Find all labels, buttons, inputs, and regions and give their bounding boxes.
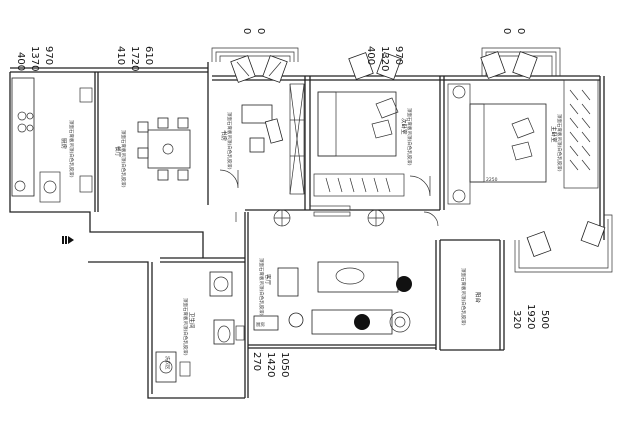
svg-text:0: 0 [241,28,252,34]
living-room: 客厅 顶面石膏板吊顶(白色乳胶漆) [258,209,412,335]
study-note: 顶面石膏板吊顶(白色乳胶漆) [226,112,233,170]
balcony: 阳台 顶面石膏板吊顶(白色乳胶漆) [460,268,482,326]
svg-text:400: 400 [365,46,376,65]
second-bedroom-note: 顶面石膏板吊顶(白色乳胶漆) [406,108,413,166]
svg-text:270: 270 [251,352,262,371]
svg-text:1320: 1320 [379,46,390,71]
kitchen-note: 顶面石膏板吊顶(白色乳胶漆) [68,120,75,178]
exterior-walls [9,62,605,399]
svg-text:610: 610 [143,46,154,65]
dimension-right: 320 1920 500 [511,304,550,329]
svg-text:970: 970 [393,46,404,65]
svg-text:970: 970 [43,46,54,65]
kitchen: 厨房 顶面石膏板吊顶(白色乳胶漆) [11,77,93,203]
svg-text:320: 320 [511,310,522,329]
svg-text:400: 400 [15,52,26,71]
dimension-top-partial: 0 0 0 0 [241,28,526,34]
svg-text:1050: 1050 [279,352,290,377]
svg-text:0: 0 [515,28,526,34]
doors [235,175,439,227]
dining-room: 餐厅 顶面石膏板吊顶(白色乳胶漆) [114,117,191,188]
dimension-bottom: 270 1420 1050 [251,352,290,377]
bathroom-label: 卫生间 [188,312,196,329]
second-bedroom: 次卧室 顶面石膏板吊顶(白色乳胶漆) [309,52,413,211]
dimension-top-left: 400 1370 970 [15,46,54,71]
dining-label: 餐厅 [114,146,122,158]
master-bedroom: 2250 主卧室 顶面石膏板吊顶(白色乳胶漆) [447,51,606,257]
living-label: 客厅 [264,274,272,286]
entrance-arrow-icon [62,236,74,244]
bed-width: 2250 [486,177,498,183]
svg-text:0: 0 [255,28,266,34]
balcony-label: 阳台 [474,292,482,304]
bay-windows [211,47,613,273]
stamp: 厨房 [256,321,265,328]
svg-text:1420: 1420 [265,352,276,377]
dining-note: 顶面石膏板吊顶(白色乳胶漆) [120,130,127,188]
svg-text:1720: 1720 [129,46,140,71]
laundry-label: 洗衣区 [164,356,171,370]
study-label: 书房 [220,130,228,142]
dimension-top-right: 400 1320 970 [365,46,404,71]
bathroom-note: 顶面石膏板吊顶(白色乳胶漆) [182,298,189,356]
kitchen-label: 厨房 [60,138,68,150]
living-note: 顶面石膏板吊顶(白色乳胶漆) [258,258,265,316]
master-bedroom-note: 顶面石膏板吊顶(白色乳胶漆) [556,114,563,172]
second-bedroom-label: 次卧室 [400,118,408,135]
bathroom: 厨房 卫生间 顶面石膏板吊顶(白色乳胶漆) 洗衣区 [155,271,279,383]
svg-text:1370: 1370 [29,46,40,71]
svg-text:0: 0 [501,28,512,34]
svg-text:410: 410 [115,46,126,65]
svg-text:500: 500 [539,310,550,329]
master-bedroom-label: 主卧室 [550,126,558,143]
balcony-note: 顶面石膏板吊顶(白色乳胶漆) [460,268,467,326]
study-room: 书房 顶面石膏板吊顶(白色乳胶漆) [219,55,305,195]
svg-text:1920: 1920 [525,304,536,329]
dimension-top-mid: 410 1720 610 [115,46,154,71]
